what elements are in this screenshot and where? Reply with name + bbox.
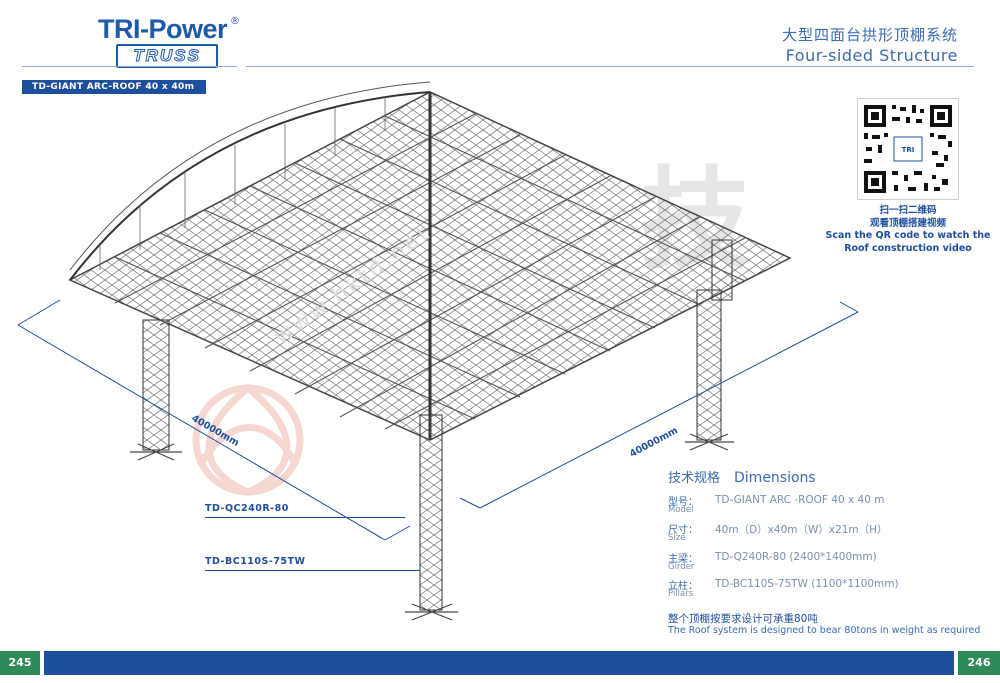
qr-caption-zh-2: 观看顶棚搭建视频 — [869, 217, 946, 229]
spec-heading-en: Dimensions — [734, 470, 816, 486]
registered-mark: ® — [230, 16, 240, 27]
spec-label-en: Pillars — [668, 589, 694, 599]
qr-caption: 扫一扫二维码 观看顶棚搭建视频 Scan the QR code to watc… — [820, 205, 996, 255]
spec-value: TD-BC110S-75TW (1100*1100mm) — [715, 578, 899, 590]
load-note-en: The Roof system is designed to bear 80to… — [668, 625, 981, 636]
page-title-en: Four-sided Structure — [785, 46, 958, 65]
spec-label-zh: 立柱： — [668, 581, 698, 592]
header-rule-left — [22, 66, 237, 67]
qr-caption-en-1: Scan the QR code to watch the — [825, 230, 991, 241]
footer-bar — [44, 651, 954, 675]
girder-leader-line — [205, 517, 405, 518]
model-tag: TD-GIANT ARC-ROOF 40 x 40m — [22, 80, 206, 94]
spec-label-zh: 型号： — [668, 497, 698, 508]
qr-caption-zh-1: 扫一扫二维码 — [879, 205, 937, 216]
spec-label-en: Size — [668, 533, 686, 543]
girder-label: TD-QC240R-80 — [205, 503, 289, 514]
qr-caption-en-2: Roof construction video — [844, 242, 972, 254]
page-title-zh: 大型四面台拱形顶棚系统 — [781, 26, 958, 44]
logo-bottom-text: TRUSS — [116, 44, 218, 68]
dimension-lines — [17, 299, 859, 541]
spec-value: TD-Q240R-80 (2400*1400mm) — [715, 551, 877, 563]
pillar-label: TD-BC110S-75TW — [205, 556, 306, 567]
roof-grid — [68, 81, 792, 441]
page-number-right: 246 — [958, 651, 1000, 675]
logo-top-text: TRI-Power — [98, 14, 228, 44]
page-number-left: 245 — [0, 651, 40, 675]
qr-code-icon: TRI — [857, 98, 959, 200]
watermark-logo-icon — [192, 383, 304, 496]
spec-value: TD-GIANT ARC -ROOF 40 x 40 m — [715, 494, 885, 506]
pillars — [142, 239, 733, 611]
spec-label-zh: 主梁： — [668, 554, 698, 565]
load-note-zh: 整个顶棚按要求设计可承重80吨 — [668, 613, 818, 625]
spec-label-en: Girder — [668, 562, 695, 572]
pillar-bases — [130, 433, 734, 621]
spec-heading: 技术规格 Dimensions — [668, 467, 816, 486]
spec-heading-zh: 技术规格 — [668, 471, 721, 486]
brand-logo: TRI-Power ® TRUSS — [98, 14, 248, 68]
pillar-leader-line — [205, 570, 420, 571]
spec-value: 40m（D）x40m（W）x21m（H） — [715, 524, 888, 536]
spec-label-zh: 尺寸： — [668, 525, 698, 536]
spec-label-en: Model — [668, 505, 694, 515]
header-rule-right — [246, 66, 974, 67]
svg-text:TRI: TRI — [902, 146, 915, 154]
